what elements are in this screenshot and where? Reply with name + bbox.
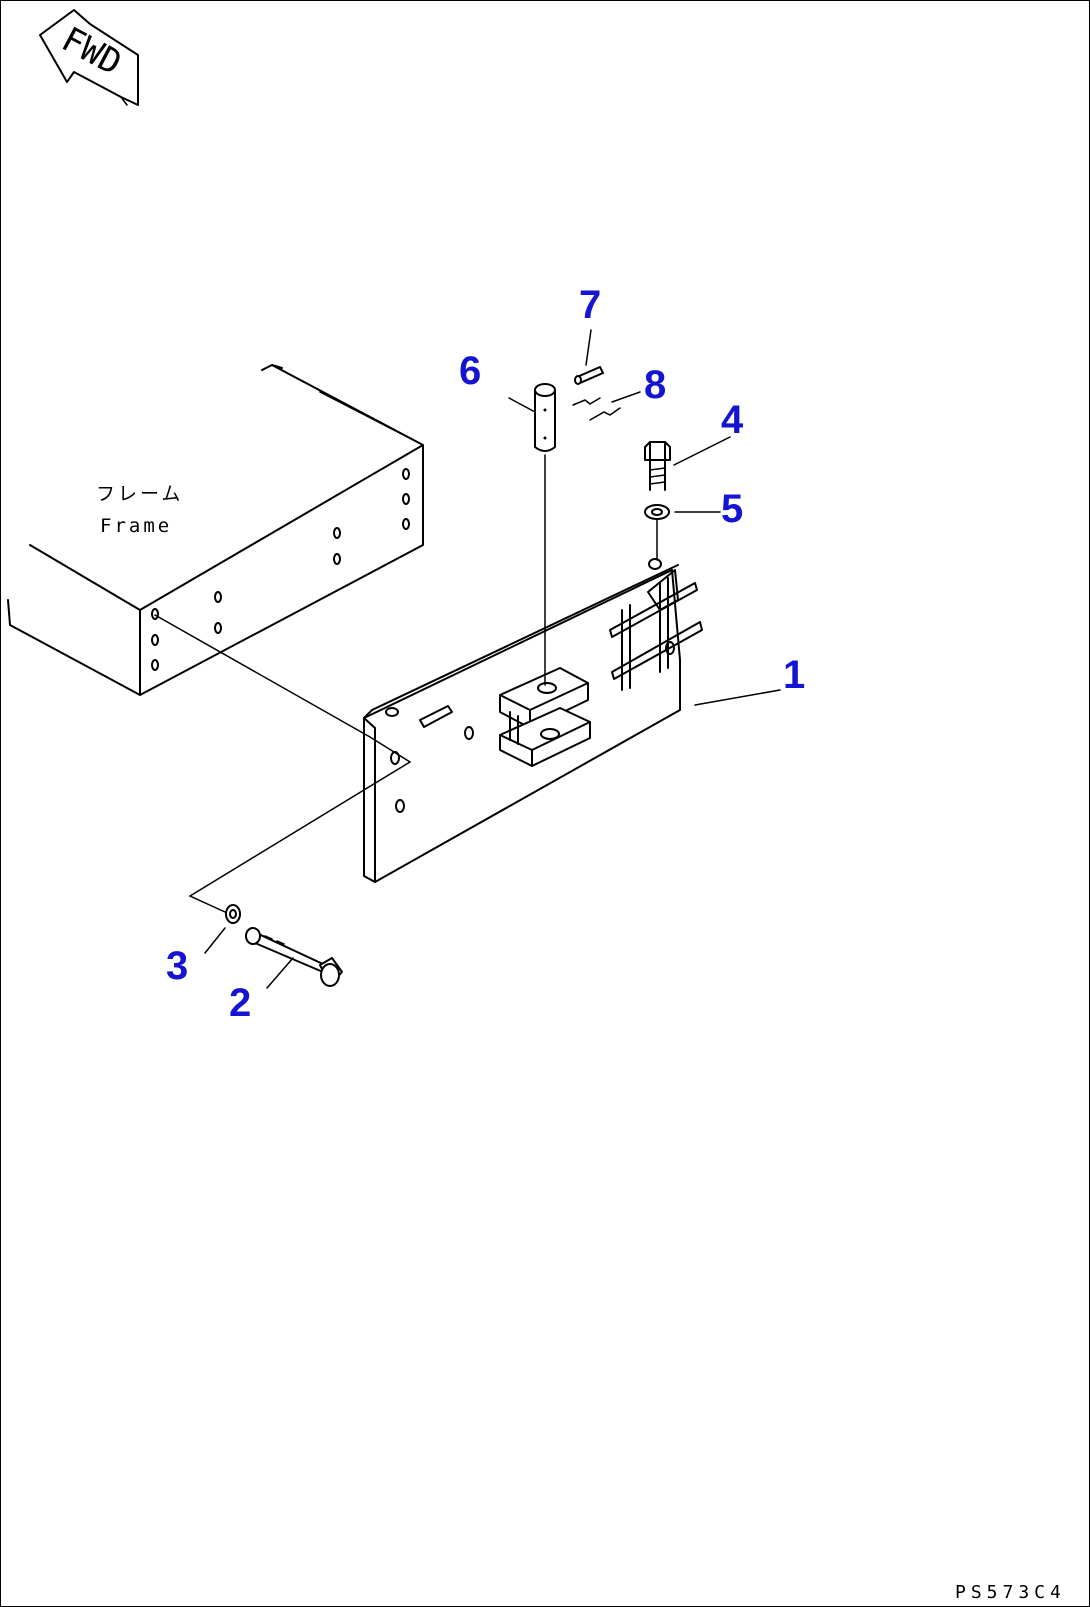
pin-part	[534, 383, 556, 686]
callout-4: 4	[721, 398, 744, 442]
fwd-label: FWD	[55, 19, 128, 83]
frame-body	[7, 364, 424, 696]
side-bolt-part	[245, 927, 343, 987]
frame-label-japanese: フレーム	[96, 483, 183, 505]
wire-part	[572, 397, 621, 421]
top-washer-part	[644, 504, 670, 561]
frame-label-english: Frame	[100, 515, 172, 537]
callout-2: 2	[229, 981, 251, 1025]
drawing-code: PS573C4	[955, 1582, 1066, 1603]
callout-5: 5	[721, 487, 743, 531]
side-washer-part	[225, 904, 241, 924]
top-bolt-part	[644, 441, 671, 491]
callout-3: 3	[166, 944, 188, 988]
callout-8: 8	[644, 363, 666, 407]
callout-6: 6	[459, 349, 481, 393]
leader-lines	[204, 329, 781, 989]
callout-1: 1	[783, 653, 805, 697]
fwd-arrow-icon: FWD	[39, 9, 139, 106]
callout-7: 7	[579, 283, 601, 327]
bracket-plate	[363, 558, 703, 883]
spring-pin-part	[574, 366, 604, 385]
assembly-line	[154, 614, 412, 913]
